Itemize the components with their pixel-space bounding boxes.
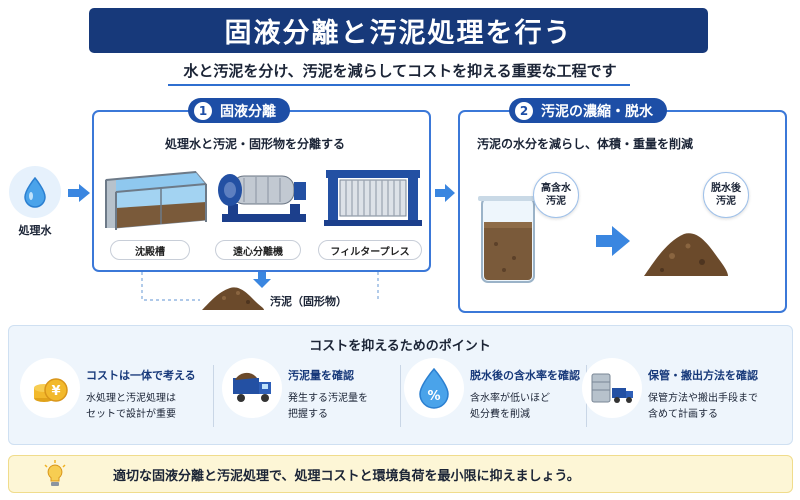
- step1-title: 固液分離: [220, 103, 276, 120]
- arrow-down-icon: [253, 272, 271, 288]
- equipment-chip-centrifuge: 遠心分離機: [215, 240, 301, 260]
- point-description: 発生する汚泥量を 把握する: [288, 391, 368, 423]
- equipment-chip-filter-press: フィルタープレス: [318, 240, 422, 260]
- step2-header: 2 汚泥の濃縮・脱水: [509, 98, 667, 123]
- page-subtitle: 水と汚泥を分け、汚泥を減らしてコストを抑える重要な工程です: [183, 62, 617, 80]
- sludge-pile-icon: [202, 287, 264, 310]
- sludge-output-label: 汚泥（固形物）: [270, 295, 347, 308]
- point-title: コストは一体で考える: [86, 369, 196, 382]
- sedimentation-tank-icon: [105, 171, 207, 230]
- filter-press-icon: [324, 170, 422, 226]
- callout-after-line2: 汚泥: [716, 196, 736, 207]
- point-description: 水処理と汚泥処理は セットで設計が重要: [86, 391, 176, 423]
- step2-title: 汚泥の濃縮・脱水: [541, 103, 653, 120]
- subtitle-underline: [168, 84, 630, 86]
- arrow-right-icon: [68, 184, 90, 202]
- point-line: 把握する: [288, 409, 328, 420]
- water-percent-icon: %: [404, 358, 464, 418]
- point-line: 含めて計画する: [648, 409, 718, 420]
- point-description: 含水率が低いほど 処分費を削減: [470, 391, 550, 423]
- water-drop-icon: [9, 166, 61, 218]
- point-title: 脱水後の含水率を確認: [470, 369, 580, 382]
- cost-points-title: コストを抑えるためのポイント: [309, 339, 491, 354]
- footer-message-bar: 適切な固液分離と汚泥処理で、処理コストと環境負荷を最小限に抑えましょう。: [8, 455, 793, 493]
- centrifuge-icon: [218, 174, 306, 222]
- point-line: 含水率が低いほど: [470, 393, 550, 404]
- dotted-connector: [141, 272, 379, 301]
- point-line: 発生する汚泥量を: [288, 393, 368, 404]
- step1-description: 処理水と汚泥・固形物を分離する: [165, 137, 346, 151]
- step2-number: 2: [515, 101, 533, 120]
- point-title: 保管・搬出方法を確認: [648, 369, 758, 382]
- callout-after-line1: 脱水後: [711, 183, 741, 194]
- point-title: 汚泥量を確認: [288, 369, 354, 382]
- callout-before-line2: 汚泥: [546, 196, 566, 207]
- footer-message: 適切な固液分離と汚泥処理で、処理コストと環境負荷を最小限に抑えましょう。: [113, 468, 580, 484]
- treated-water-label: 処理水: [18, 224, 52, 237]
- dump-truck-icon: [222, 358, 282, 418]
- dewatered-sludge-icon: [644, 233, 728, 276]
- callout-before-line1: 高含水: [541, 183, 571, 194]
- step1-number: 1: [194, 101, 212, 120]
- high-water-sludge-callout: 高含水 汚泥: [533, 172, 579, 218]
- step1-header: 1 固液分離: [188, 98, 290, 123]
- page-title-banner: 固液分離と汚泥処理を行う: [89, 8, 708, 53]
- svg-text:¥: ¥: [51, 384, 60, 399]
- storage-truck-icon: [582, 358, 642, 418]
- step2-description: 汚泥の水分を減らし、体積・重量を削減: [477, 137, 694, 151]
- lightbulb-icon: [41, 460, 69, 488]
- point-line: 処分費を削減: [470, 409, 530, 420]
- coins-icon: ¥: [20, 358, 80, 418]
- arrow-right-icon: [435, 184, 455, 202]
- point-line: 保管方法や搬出手段まで: [648, 393, 758, 404]
- divider: [213, 365, 214, 427]
- page-title: 固液分離と汚泥処理を行う: [224, 18, 573, 49]
- treated-water-input: 処理水: [6, 166, 64, 238]
- equipment-chip-sedimentation: 沈殿槽: [110, 240, 190, 260]
- svg-text:%: %: [427, 389, 440, 404]
- point-line: 水処理と汚泥処理は: [86, 393, 176, 404]
- arrow-right-icon: [596, 226, 630, 256]
- beaker-sludge-icon: [478, 196, 538, 283]
- dewatered-sludge-callout: 脱水後 汚泥: [703, 172, 749, 218]
- divider: [400, 365, 401, 427]
- point-description: 保管方法や搬出手段まで 含めて計画する: [648, 391, 758, 423]
- point-line: セットで設計が重要: [86, 409, 176, 420]
